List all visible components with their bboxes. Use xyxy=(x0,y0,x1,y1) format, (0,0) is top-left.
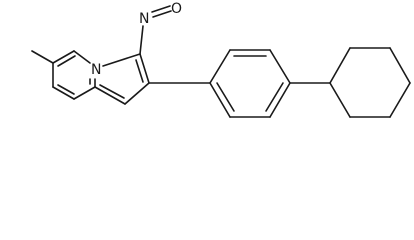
cyclohexyl-ring xyxy=(329,47,411,118)
bond-c7-c8-inner xyxy=(57,84,75,95)
bond-c6-c5 xyxy=(52,50,75,64)
phenyl-inner-3 xyxy=(216,82,235,112)
bond-c3-nitroso-n xyxy=(139,25,144,55)
bond-c2-c1 xyxy=(124,82,150,105)
phenyl-bond-1 xyxy=(209,49,231,84)
bond-n-c3 xyxy=(102,53,141,67)
chemical-structure: N N O xyxy=(31,1,411,118)
phenyl-bond-4 xyxy=(269,82,291,118)
pyridine-ring xyxy=(52,50,96,100)
bond-c1-c8a-inner xyxy=(99,84,125,99)
cyclohexyl-bond-4 xyxy=(389,82,411,118)
cyclohexyl-bond-6 xyxy=(329,82,351,118)
bond-n-o xyxy=(151,5,171,13)
bond-c1-c8a xyxy=(94,86,126,105)
bond-c7-c8 xyxy=(52,86,75,100)
nitroso-nitrogen-label: N xyxy=(139,11,149,27)
cyclohexyl-bond-3 xyxy=(389,47,411,84)
bond-c3-c2 xyxy=(139,53,150,84)
ring-nitrogen-label: N xyxy=(91,62,101,78)
cyclohexyl-bond-1 xyxy=(329,47,351,84)
bond-c5-c5-inner xyxy=(57,55,76,67)
phenyl-bond-3 xyxy=(269,49,291,84)
bond-c8-c8a xyxy=(73,86,96,100)
pyrrole-ring xyxy=(94,53,150,105)
phenyl-ring xyxy=(209,49,291,118)
phenyl-inner-2 xyxy=(265,82,284,112)
methyl-bond xyxy=(31,50,54,64)
bond-c3-c2-inner xyxy=(135,59,144,83)
nitroso-oxygen-label: O xyxy=(171,1,182,17)
bond-n-o-double xyxy=(152,10,172,18)
phenyl-bond-6 xyxy=(209,82,231,118)
bond-c5-n xyxy=(73,50,91,64)
